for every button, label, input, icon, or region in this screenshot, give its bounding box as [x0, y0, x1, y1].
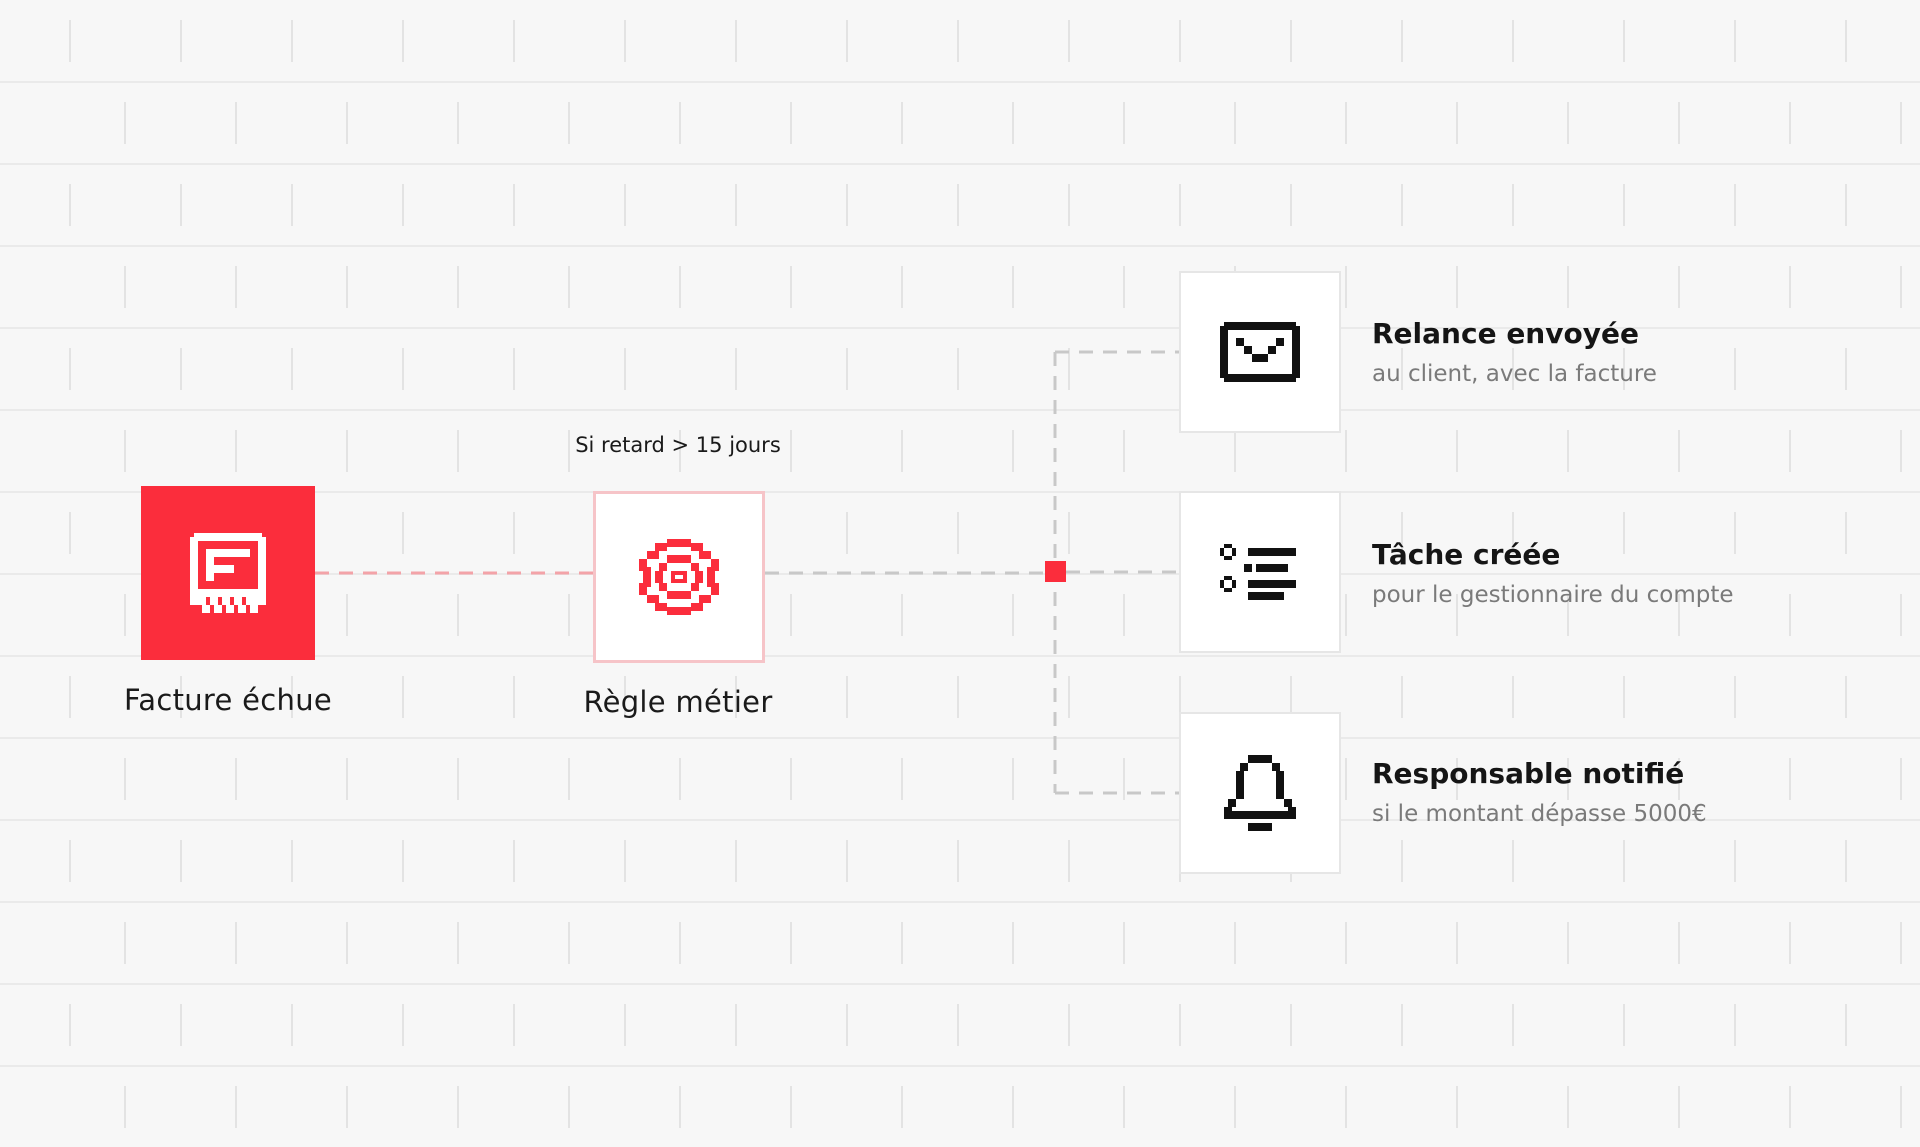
rule-node[interactable]: [593, 491, 765, 663]
action-node-notify[interactable]: [1179, 712, 1341, 874]
invoice-icon: [190, 533, 266, 613]
action-node-task[interactable]: [1179, 491, 1341, 653]
rule-label: Règle métier: [583, 685, 773, 719]
action-subtitle: si le montant dépasse 5000€: [1372, 801, 1707, 827]
envelope-icon: [1220, 322, 1300, 382]
action-title: Tâche créée: [1372, 538, 1561, 571]
action-text-task: Tâche créée pour le gestionnaire du comp…: [1372, 535, 1892, 613]
trigger-node[interactable]: [141, 486, 315, 660]
action-title: Responsable notifié: [1372, 757, 1685, 790]
action-subtitle: au client, avec la facture: [1372, 361, 1657, 387]
action-subtitle: pour le gestionnaire du compte: [1372, 582, 1734, 608]
action-text-notify: Responsable notifié si le montant dépass…: [1372, 754, 1892, 832]
branch-junction: [1045, 561, 1066, 582]
action-text-email: Relance envoyée au client, avec la factu…: [1372, 314, 1892, 392]
action-title: Relance envoyée: [1372, 317, 1639, 350]
trigger-label: Facture échue: [123, 683, 333, 717]
rule-condition: Si retard > 15 jours: [575, 433, 781, 457]
action-node-email[interactable]: [1179, 271, 1341, 433]
task-list-icon: [1220, 544, 1296, 600]
bell-icon: [1224, 755, 1296, 831]
gear-icon: [639, 539, 719, 615]
